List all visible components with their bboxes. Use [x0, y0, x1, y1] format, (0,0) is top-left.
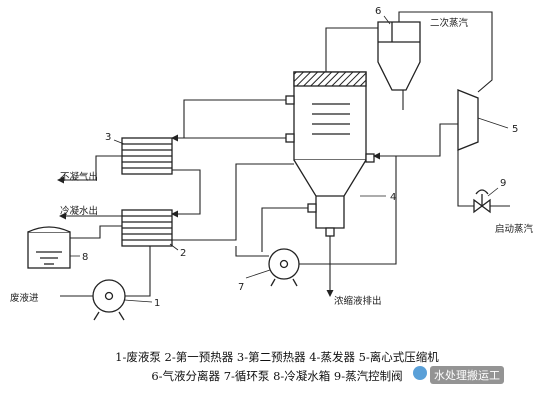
label-startup-steam: 启动蒸汽: [495, 223, 534, 235]
gas-liquid-separator: [377, 21, 421, 91]
waste-pump: [92, 279, 126, 321]
second-preheater: [121, 137, 173, 175]
circulation-pump: [268, 248, 300, 287]
number-1: 1: [154, 298, 160, 309]
number-3: 3: [105, 132, 111, 143]
watermark-logo-icon: [413, 366, 427, 380]
number-2: 2: [180, 248, 186, 259]
legend-line-1: 1-废液泵 2-第一预热器 3-第二预热器 4-蒸发器 5-离心式压缩机: [115, 350, 439, 364]
label-non-condensable-out: 不凝气出: [60, 171, 98, 183]
number-5: 5: [512, 124, 518, 135]
number-6: 6: [375, 6, 381, 17]
number-4: 4: [390, 192, 396, 203]
label-condensate-out: 冷凝水出: [60, 205, 98, 217]
steam-control-valve: [473, 189, 491, 214]
centrifugal-compressor: [457, 89, 479, 151]
first-preheater: [121, 209, 173, 247]
legend-line-2: 6-气液分离器 7-循环泵 8-冷凝水箱 9-蒸汽控制阀: [151, 369, 403, 383]
label-secondary-steam: 二次蒸汽: [430, 17, 469, 29]
condensate-tank: [27, 226, 71, 269]
label-concentrate-out: 浓缩液排出: [334, 295, 382, 307]
number-8: 8: [82, 252, 88, 263]
evaporator: [285, 71, 375, 237]
label-waste-in: 废液进: [10, 292, 39, 304]
watermark: 水处理搬运工: [430, 366, 504, 384]
number-7: 7: [238, 282, 244, 293]
number-9: 9: [500, 178, 506, 189]
